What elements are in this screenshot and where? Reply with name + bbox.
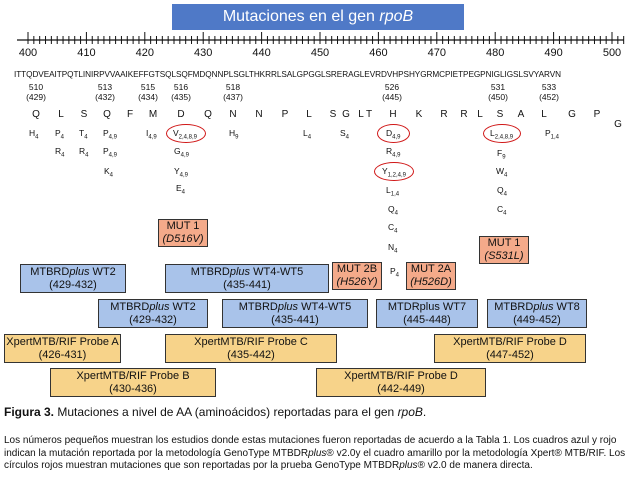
mutation: L4 <box>303 128 312 141</box>
xpert-probe-d-box: XpertMTB/RIF Probe D(447-452) <box>434 334 586 363</box>
mutation: P4,9 <box>103 128 118 141</box>
mutation: P1,4 <box>545 128 560 141</box>
figure-notes: Los números pequeños muestran los estudi… <box>4 435 626 471</box>
mutation: Q4 <box>497 185 507 198</box>
aa-residue: R <box>460 109 468 120</box>
aa-residue: D <box>177 109 185 120</box>
aa-residue: N <box>229 109 237 120</box>
mut-box-s531l: MUT 1(S531L) <box>479 236 529 264</box>
mut-box-d516v: MUT 1(D516V) <box>158 219 208 247</box>
mutation: R4 <box>79 146 89 159</box>
title-gene: rpoB <box>379 8 414 25</box>
position-510: 510(429) <box>26 82 46 102</box>
aa-residue: G <box>568 109 576 120</box>
mutation: Q4 <box>388 204 398 217</box>
aa-residue: H <box>389 109 397 120</box>
ruler-tick-label: 430 <box>194 47 213 59</box>
aa-residue: L <box>358 109 364 120</box>
mutation: S4 <box>340 128 350 141</box>
aa-residue: Q <box>32 109 40 120</box>
xpert-probe-c-box: XpertMTB/RIF Probe C(435-442) <box>165 334 337 363</box>
position-516: 516(435) <box>171 82 191 102</box>
aa-residue: Q <box>204 109 212 120</box>
position-533: 533(452) <box>539 82 559 102</box>
aa-residue: L <box>58 109 64 120</box>
mutation: R4,9 <box>386 146 401 159</box>
ruler-tick-label: 400 <box>18 47 38 59</box>
aa-residue: F <box>126 109 134 120</box>
aa-residue: A <box>517 109 525 120</box>
ruler-tick-label: 410 <box>77 47 96 59</box>
ruler-tick-label: 470 <box>427 47 446 59</box>
xpert-probe-d-box-2: XpertMTB/RIF Probe D(442-449) <box>316 368 486 397</box>
mutation: P4 <box>55 128 65 141</box>
mutation: C4 <box>497 204 507 217</box>
amino-acid-sequence: ITTQDVEAITPQTLINIRPVVAAIKEFFGTSQLSQFMDQN… <box>14 70 561 79</box>
mut-box-h526d: MUT 2A(H526D) <box>406 262 456 290</box>
aa-residue: N <box>255 109 263 120</box>
mutation: R4 <box>55 146 65 159</box>
aa-residue: R <box>440 109 448 120</box>
title-prefix: Mutaciones en el gen <box>222 8 380 25</box>
aa-residue: S <box>329 109 337 120</box>
ruler-tick-label: 420 <box>135 47 154 59</box>
xpert-probe-b-box: XpertMTB/RIF Probe B(430-436) <box>50 368 216 397</box>
mtbdr-box-wt2: MTBRDplus WT2(429-432) <box>98 299 208 328</box>
position-531: 531(450) <box>488 82 508 102</box>
aa-residue: G <box>614 119 622 130</box>
position-515: 515(434) <box>138 82 158 102</box>
mutation: C4 <box>388 222 398 235</box>
mutation: N4 <box>388 242 398 255</box>
ruler-tick-label: 500 <box>602 47 622 59</box>
mutation: L1,4 <box>386 185 400 198</box>
aa-residue: P <box>593 109 601 120</box>
aa-residue: T <box>365 109 373 120</box>
direct-report-circle <box>483 124 521 143</box>
mtbdr-box-wt4-wt5: MTBRDplus WT4-WT5(435-441) <box>165 264 329 293</box>
mtbdr-box-wt4-wt5: MTBRDplus WT4-WT5(435-441) <box>222 299 368 328</box>
mtbdr-box-wt2: MTBRDplus WT2(429-432) <box>20 264 126 293</box>
figure-title-bar: Mutaciones en el gen rpoB <box>172 4 464 30</box>
ruler-tick-label: 480 <box>486 47 505 59</box>
mutation: K4 <box>104 166 114 179</box>
ruler-tick-label: 440 <box>252 47 271 59</box>
aa-residue: L <box>306 109 312 120</box>
position-518: 518(437) <box>223 82 243 102</box>
aa-residue: P <box>281 109 289 120</box>
mutation: Y4,9 <box>174 166 189 179</box>
aa-residue: L <box>541 109 547 120</box>
mutation: P4 <box>390 266 400 279</box>
aa-residue: S <box>80 109 88 120</box>
aa-residue: Q <box>103 109 111 120</box>
position-513: 513(432) <box>95 82 115 102</box>
mutation: I4,9 <box>146 128 157 141</box>
mtbdr-box-wt8: MTBRDplus WT8(449-452) <box>487 299 587 328</box>
ruler-tick-label: 450 <box>310 47 330 59</box>
position-526: 526(445) <box>382 82 402 102</box>
aa-residue: M <box>148 109 158 120</box>
direct-report-circle <box>166 124 206 143</box>
aa-residue: K <box>415 109 423 120</box>
aa-residue: G <box>342 109 350 120</box>
mutation: G4,9 <box>174 146 189 159</box>
mutation: P4,9 <box>103 146 118 159</box>
aa-residue: S <box>496 109 504 120</box>
ruler-tick-label: 460 <box>369 47 388 59</box>
direct-report-circle <box>374 162 414 181</box>
mutation: W4 <box>496 166 508 179</box>
ruler-tick-label: 490 <box>544 47 563 59</box>
mutation: H9 <box>229 128 239 141</box>
ruler-axis <box>17 32 625 44</box>
mut-box-h526y: MUT 2B(H526Y) <box>332 262 382 290</box>
figure-caption: Figura 3. Mutaciones a nivel de AA (amin… <box>4 405 427 419</box>
mutation: E4 <box>176 183 186 196</box>
mutation: T4 <box>79 128 88 141</box>
aa-residue: L <box>477 109 483 120</box>
direct-report-circle <box>377 124 410 143</box>
mutation: H4 <box>29 128 39 141</box>
mutation: F9 <box>497 148 506 161</box>
mtdr-box-wt7: MTDRplus WT7(445-448) <box>376 299 478 328</box>
xpert-probe-a-box: XpertMTB/RIF Probe A(426-431) <box>4 334 121 363</box>
